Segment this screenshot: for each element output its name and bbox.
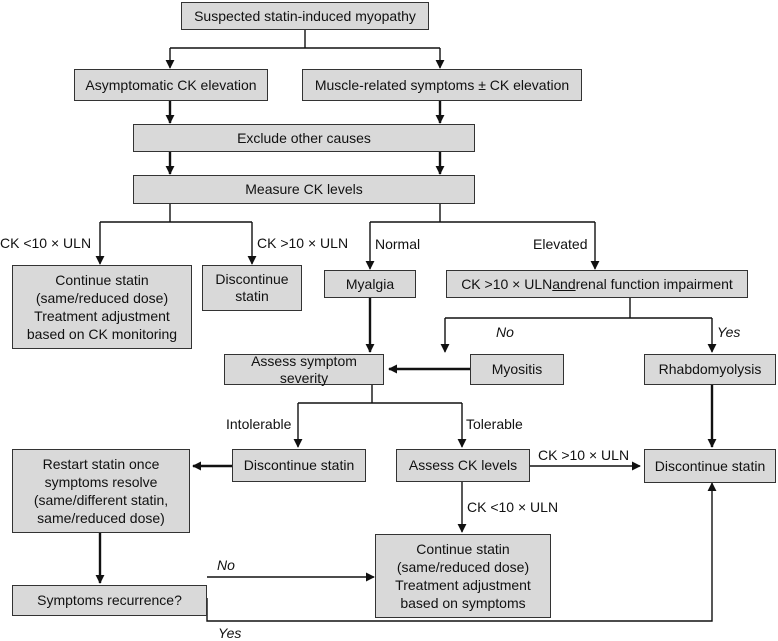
rhabdomyolysis-box: Rhabdomyolysis [644, 354, 776, 385]
muscle-symptoms-box: Muscle-related symptoms ± CK elevation [302, 69, 582, 101]
connector-renal-split [445, 298, 712, 319]
connector-recurrence-yes [206, 482, 717, 622]
connector-suspected-split [170, 30, 440, 49]
discontinue-statin-top-box: Discontinue statin [202, 265, 302, 311]
label-no-myositis: No [496, 324, 514, 340]
exclude-other-causes-box: Exclude other causes [133, 124, 475, 152]
discontinue-statin-mid-box: Discontinue statin [232, 449, 366, 482]
label-normal: Normal [375, 236, 421, 252]
assess-ck-levels-box: Assess CK levels [396, 449, 530, 482]
myositis-box: Myositis [470, 354, 564, 385]
assess-symptom-severity-box: Assess symptom severity [224, 353, 384, 386]
label-elevated: Elevated [533, 236, 588, 252]
renal-text-post: renal function impairment [575, 275, 733, 292]
asymptomatic-ck-box: Asymptomatic CK elevation [74, 69, 268, 101]
label-tolerable: Tolerable [466, 416, 523, 432]
label-ck-lt-10-bottom: CK <10 × ULN [467, 499, 559, 515]
renal-text-and: and [552, 275, 576, 292]
myalgia-box: Myalgia [324, 270, 416, 298]
measure-ck-box: Measure CK levels [133, 175, 475, 204]
label-no-recurrence: No [217, 557, 235, 573]
label-ck-lt-10: CK <10 × ULN [0, 235, 92, 251]
connector-measure-left-split [100, 204, 252, 223]
label-yes-recurrence: Yes [218, 625, 242, 641]
suspected-myopathy-box: Suspected statin-induced myopathy [181, 2, 429, 30]
connector-severity-split [298, 385, 462, 404]
connector-measure-right-split [370, 204, 595, 223]
label-intolerable: Intolerable [226, 416, 292, 432]
discontinue-statin-right-box: Discontinue statin [644, 449, 776, 483]
renal-text-pre: CK >10 × ULN [461, 275, 553, 292]
label-ck-gt-10: CK >10 × ULN [257, 235, 349, 251]
label-yes-rhabdo: Yes [717, 324, 741, 340]
restart-statin-box: Restart statin once symptoms resolve (sa… [12, 449, 190, 533]
label-ck-gt-10-right: CK >10 × ULN [538, 447, 630, 463]
continue-statin-monitoring-box: Continue statin (same/reduced dose) Trea… [12, 265, 192, 349]
renal-impairment-box: CK >10 × ULN and renal function impairme… [446, 270, 748, 298]
continue-statin-symptoms-box: Continue statin (same/reduced dose) Trea… [375, 534, 551, 618]
symptoms-recurrence-box: Symptoms recurrence? [12, 585, 207, 616]
